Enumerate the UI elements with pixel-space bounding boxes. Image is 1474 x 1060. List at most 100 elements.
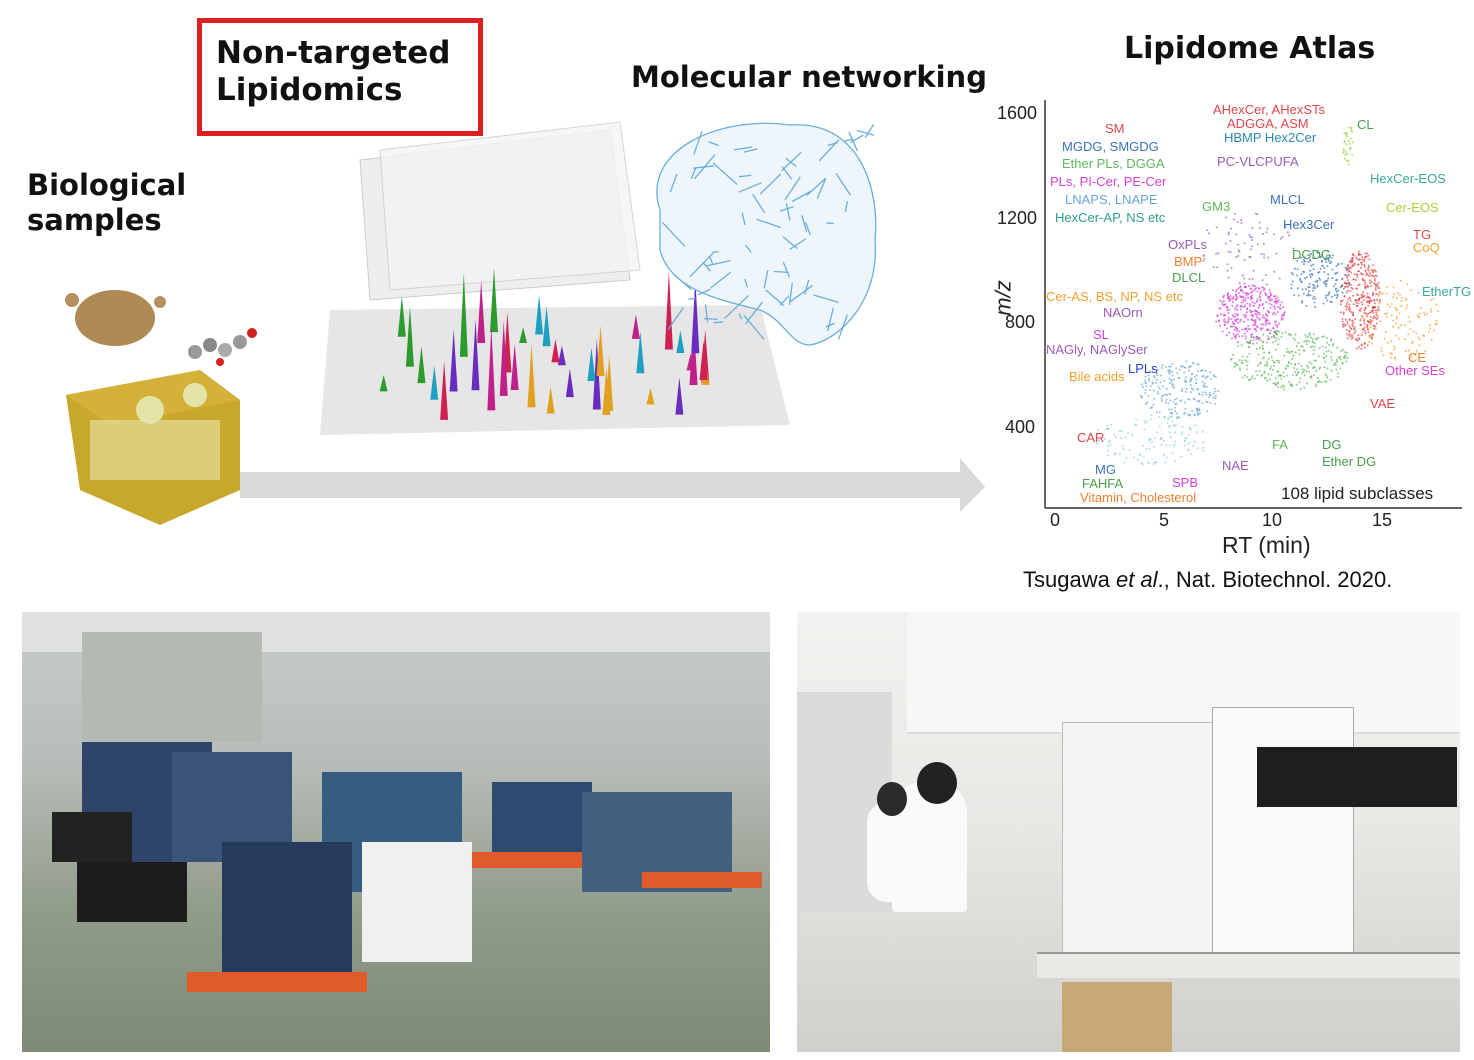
- lipid-point: [1357, 250, 1360, 253]
- network-edge: [741, 212, 746, 226]
- lipid-point: [1316, 376, 1319, 379]
- lipid-point: [1390, 302, 1393, 305]
- lipid-point: [1251, 227, 1254, 230]
- lipid-point: [1227, 320, 1230, 323]
- lipid-point: [1237, 254, 1240, 257]
- lipid-point: [1369, 322, 1372, 325]
- lipid-point: [1244, 335, 1247, 338]
- lipid-point: [1145, 385, 1148, 388]
- lipid-point: [1371, 307, 1374, 310]
- lipid-point: [1324, 294, 1327, 297]
- lipid-point: [1172, 400, 1175, 403]
- lipid-point: [1190, 379, 1193, 382]
- lipid-point: [1307, 292, 1310, 295]
- lipid-point: [1317, 381, 1320, 384]
- lipid-point: [1168, 365, 1171, 368]
- lipid-point: [1246, 355, 1249, 358]
- network-edge: [781, 166, 793, 180]
- lipid-point: [1265, 301, 1268, 304]
- lipid-class-label: GM3: [1202, 199, 1231, 214]
- lipid-point: [1319, 366, 1322, 369]
- lipid-point: [1172, 445, 1175, 448]
- lipid-point: [1288, 234, 1291, 237]
- lipid-point: [1264, 324, 1267, 327]
- lipid-point: [1346, 286, 1349, 289]
- lipid-point: [1339, 303, 1342, 306]
- lipid-point: [1255, 370, 1258, 373]
- lipid-point: [1242, 299, 1245, 302]
- lipid-point: [1162, 394, 1165, 397]
- lipid-point: [1238, 330, 1241, 333]
- lipid-point: [1273, 331, 1276, 334]
- lipid-point: [1308, 370, 1311, 373]
- lipid-point: [1398, 312, 1401, 315]
- lipid-point: [1414, 353, 1417, 356]
- network-edge: [674, 274, 692, 291]
- lipid-point: [1106, 424, 1109, 427]
- lipid-point: [1360, 307, 1363, 310]
- lipid-point: [1269, 368, 1272, 371]
- lipid-point: [1277, 338, 1280, 341]
- lipid-point: [1227, 311, 1230, 314]
- lipid-point: [1207, 232, 1210, 235]
- lipid-point: [1361, 258, 1364, 261]
- lipid-point: [1275, 337, 1278, 340]
- lipid-class-label: CL: [1357, 117, 1374, 132]
- lipid-point: [1230, 325, 1233, 328]
- lipid-point: [1233, 328, 1236, 331]
- lipid-point: [1354, 318, 1357, 321]
- lipid-point: [1275, 252, 1278, 255]
- lipid-point: [1386, 315, 1389, 318]
- lipid-point: [1395, 322, 1398, 325]
- lipid-point: [1181, 388, 1184, 391]
- lipid-point: [1280, 386, 1283, 389]
- lipid-point: [1206, 229, 1209, 232]
- lipid-point: [1142, 455, 1145, 458]
- lipid-point: [1379, 292, 1382, 295]
- lipid-point: [1246, 360, 1249, 363]
- lipid-point: [1341, 291, 1344, 294]
- lipid-point: [1298, 349, 1301, 352]
- lipid-class-label: NAGly, NAGlySer: [1046, 342, 1148, 357]
- lipid-point: [1261, 316, 1264, 319]
- lipid-point: [1364, 308, 1367, 311]
- lipid-point: [1168, 426, 1171, 429]
- lipid-point: [1177, 376, 1180, 379]
- lipid-point: [1205, 385, 1208, 388]
- citation: Tsugawa et al., Nat. Biotechnol. 2020.: [1023, 567, 1392, 593]
- y-tick-label: 400: [1005, 417, 1036, 437]
- lipid-point: [1259, 299, 1262, 302]
- lipid-point: [1284, 367, 1287, 370]
- lipid-point: [1236, 221, 1239, 224]
- lipid-point: [1153, 389, 1156, 392]
- lipid-point: [1261, 302, 1264, 305]
- lipid-class-label: VAE: [1370, 396, 1396, 411]
- lipid-point: [1363, 320, 1366, 323]
- lipid-point: [1167, 371, 1170, 374]
- lipid-point: [1304, 288, 1307, 291]
- lipid-point: [1149, 385, 1152, 388]
- lipid-class-label: BMP: [1174, 254, 1203, 269]
- lipid-point: [1305, 336, 1308, 339]
- lipid-point: [1272, 326, 1275, 329]
- lipid-class-label: Vitamin, Cholesterol: [1080, 490, 1197, 505]
- lipid-point: [1322, 302, 1325, 305]
- lipid-point: [1343, 132, 1346, 135]
- lipid-point: [1246, 376, 1249, 379]
- lipid-point: [1276, 296, 1279, 299]
- lipid-point: [1346, 356, 1349, 359]
- lipid-point: [1372, 275, 1375, 278]
- lipid-point: [1306, 364, 1309, 367]
- network-edge: [692, 165, 715, 169]
- lipid-point: [1430, 298, 1433, 301]
- network-edge: [804, 222, 811, 236]
- lipid-point: [1341, 348, 1344, 351]
- lipid-point: [1347, 140, 1350, 143]
- lipid-point: [1376, 314, 1379, 317]
- lipid-point: [1143, 419, 1146, 422]
- lipid-point: [1216, 266, 1219, 269]
- lipid-point: [1278, 361, 1281, 364]
- lipid-point: [1281, 235, 1284, 238]
- lipid-point: [1248, 352, 1251, 355]
- lipid-point: [1283, 354, 1286, 357]
